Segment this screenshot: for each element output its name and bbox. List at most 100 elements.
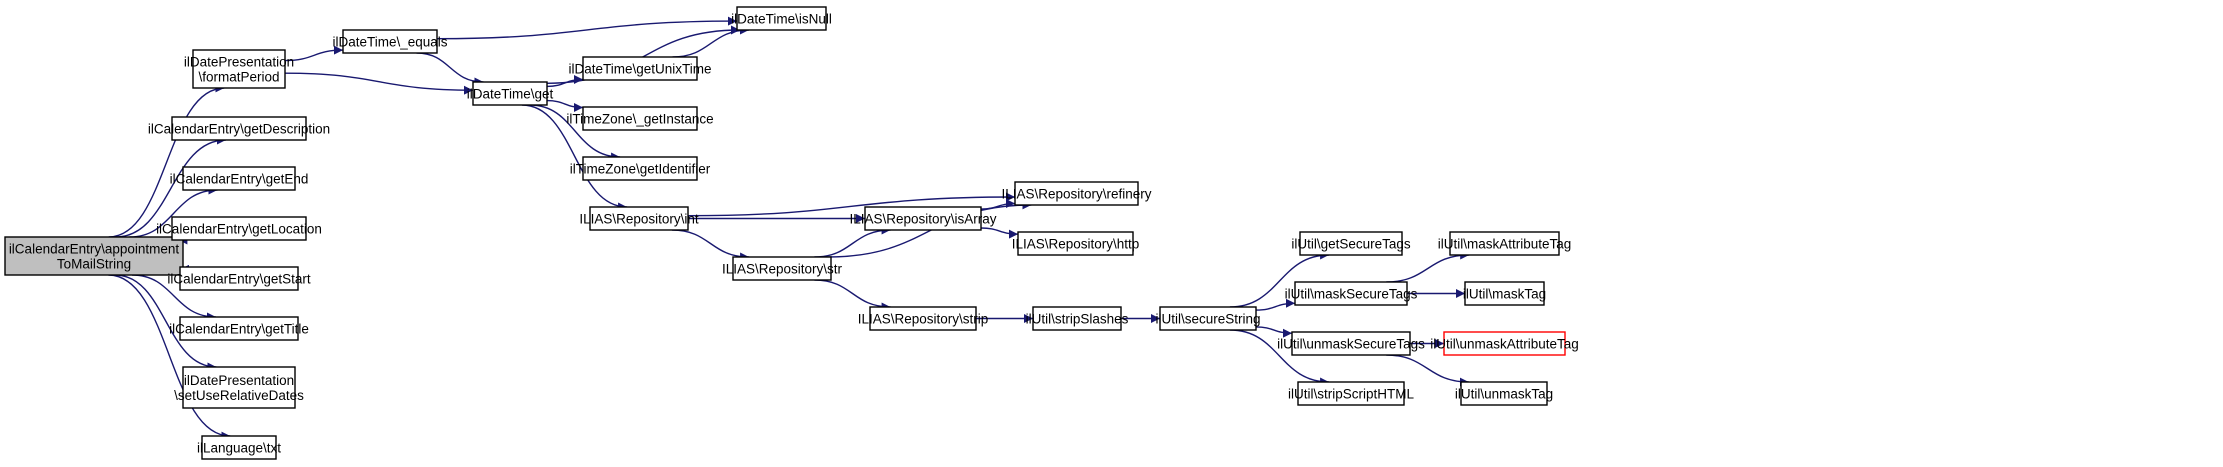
edge-root-to-end bbox=[129, 185, 218, 238]
edge-root-to-fmt bbox=[108, 83, 225, 238]
node-unmasksecure[interactable]: ilUtil\unmaskSecureTags bbox=[1277, 331, 1425, 356]
edge-fmt-to-equals bbox=[284, 45, 344, 62]
node-tzinst[interactable]: ilTimeZone\_getInstance bbox=[566, 106, 714, 131]
edge-equals-to-get bbox=[416, 52, 484, 87]
node-label-unix-line-0: ilDateTime\getUnixTime bbox=[568, 62, 711, 77]
node-int[interactable]: ILIAS\Repository\int bbox=[579, 206, 699, 231]
node-desc[interactable]: ilCalendarEntry\getDescription bbox=[148, 116, 330, 141]
node-unix[interactable]: ilDateTime\getUnixTime bbox=[568, 56, 712, 81]
node-start[interactable]: ilCalendarEntry\getStart bbox=[167, 266, 311, 291]
node-label-isarray-line-0: ILIAS\Repository\isArray bbox=[849, 212, 996, 227]
node-box-unmasktag[interactable] bbox=[1460, 381, 1548, 406]
node-label-getsecuretags-line-0: ilUtil\getSecureTags bbox=[1291, 237, 1411, 252]
node-box-str[interactable] bbox=[732, 256, 832, 281]
node-label-root-line-0: ilCalendarEntry\appointment bbox=[9, 242, 180, 257]
node-box-txt[interactable] bbox=[201, 435, 277, 460]
node-box-masktag[interactable] bbox=[1464, 281, 1545, 306]
node-box-stripslashes[interactable] bbox=[1032, 306, 1122, 331]
node-label-http-line-0: ILIAS\Repository\http bbox=[1012, 237, 1140, 252]
node-box-stripscript[interactable] bbox=[1297, 381, 1405, 406]
node-label-strip-line-0: ILIAS\Repository\strip bbox=[858, 312, 989, 327]
node-box-int[interactable] bbox=[589, 206, 689, 231]
node-box-get[interactable] bbox=[472, 81, 548, 106]
node-box-equals[interactable] bbox=[342, 29, 438, 54]
edge-equals-to-isnull bbox=[436, 16, 738, 40]
edge-get-to-int bbox=[521, 104, 628, 212]
node-box-unix[interactable] bbox=[582, 56, 698, 81]
node-box-getsecuretags[interactable] bbox=[1299, 231, 1403, 256]
edge-int-to-refinery bbox=[687, 192, 1016, 217]
edge-secure-to-masksecure bbox=[1255, 298, 1296, 311]
node-box-maskattr[interactable] bbox=[1449, 231, 1560, 256]
node-label-fmt-line-1: \formatPeriod bbox=[198, 70, 279, 85]
node-box-end[interactable] bbox=[182, 166, 296, 191]
node-label-unmasktag-line-0: ilUtil\unmaskTag bbox=[1455, 387, 1553, 402]
node-stripslashes[interactable]: ilUtil\stripSlashes bbox=[1026, 306, 1129, 331]
node-label-desc-line-0: ilCalendarEntry\getDescription bbox=[148, 122, 330, 137]
edge-str-to-isarray bbox=[814, 225, 891, 258]
node-box-strip[interactable] bbox=[869, 306, 977, 331]
node-box-title[interactable] bbox=[179, 316, 299, 341]
edge-root-to-txt bbox=[108, 274, 231, 441]
edge-secure-to-getsecuretags bbox=[1229, 250, 1330, 308]
node-loc[interactable]: ilCalendarEntry\getLocation bbox=[156, 216, 322, 241]
node-label-rel-line-0: ilDatePresentation bbox=[184, 373, 294, 388]
node-box-root[interactable] bbox=[4, 236, 184, 276]
node-strip[interactable]: ILIAS\Repository\strip bbox=[858, 306, 989, 331]
node-label-fmt-line-0: ilDatePresentation bbox=[184, 55, 294, 70]
node-unmaskattr[interactable]: ilUtil\unmaskAttributeTag bbox=[1430, 331, 1579, 356]
node-equals[interactable]: ilDateTime\_equals bbox=[332, 29, 448, 54]
node-http[interactable]: ILIAS\Repository\http bbox=[1012, 231, 1140, 256]
node-masksecure[interactable]: ilUtil\maskSecureTags bbox=[1285, 281, 1418, 306]
node-isarray[interactable]: ILIAS\Repository\isArray bbox=[849, 206, 997, 231]
node-box-unmaskattr[interactable] bbox=[1443, 331, 1566, 356]
node-box-tzinst[interactable] bbox=[582, 106, 698, 131]
edge-get-to-tzinst bbox=[546, 99, 584, 112]
node-box-start[interactable] bbox=[179, 266, 299, 291]
node-box-rel[interactable] bbox=[182, 366, 296, 409]
node-box-secure[interactable] bbox=[1159, 306, 1257, 331]
node-label-root-line-1: ToMailString bbox=[57, 257, 131, 272]
edge-unmasksecure-to-unmasktag bbox=[1386, 354, 1469, 387]
node-box-isnull[interactable] bbox=[736, 6, 827, 31]
node-unmasktag[interactable]: ilUtil\unmaskTag bbox=[1455, 381, 1553, 406]
edge-int-to-str bbox=[671, 229, 750, 262]
node-box-fmt[interactable] bbox=[192, 49, 286, 89]
node-label-get-line-0: ilDateTime\get bbox=[467, 87, 554, 102]
node-refinery[interactable]: ILIAS\Repository\refinery bbox=[1001, 181, 1152, 206]
node-secure[interactable]: ilUtil\secureString bbox=[1155, 306, 1261, 331]
node-getsecuretags[interactable]: ilUtil\getSecureTags bbox=[1291, 231, 1411, 256]
node-end[interactable]: ilCalendarEntry\getEnd bbox=[170, 166, 309, 191]
node-stripscript[interactable]: ilUtil\stripScriptHTML bbox=[1288, 381, 1415, 406]
node-isnull[interactable]: ilDateTime\isNull bbox=[731, 6, 832, 31]
node-str[interactable]: ILIAS\Repository\str bbox=[722, 256, 843, 281]
node-box-refinery[interactable] bbox=[1014, 181, 1139, 206]
node-title[interactable]: ilCalendarEntry\getTitle bbox=[169, 316, 309, 341]
node-rel[interactable]: ilDatePresentation\setUseRelativeDates bbox=[174, 366, 304, 409]
node-label-txt-line-0: ilLanguage\txt bbox=[197, 441, 281, 456]
node-masktag[interactable]: ilUtil\maskTag bbox=[1463, 281, 1546, 306]
node-label-tzinst-line-0: ilTimeZone\_getInstance bbox=[566, 112, 713, 127]
node-maskattr[interactable]: ilUtil\maskAttributeTag bbox=[1438, 231, 1572, 256]
edge-root-to-rel bbox=[114, 274, 217, 372]
node-label-isnull-line-0: ilDateTime\isNull bbox=[731, 12, 832, 27]
node-get[interactable]: ilDateTime\get bbox=[467, 81, 554, 106]
edge-get-to-unix bbox=[546, 75, 584, 88]
node-box-desc[interactable] bbox=[171, 116, 307, 141]
node-box-masksecure[interactable] bbox=[1294, 281, 1408, 306]
edge-get-to-tzid bbox=[529, 104, 621, 162]
node-box-tzid[interactable] bbox=[582, 156, 698, 181]
node-fmt[interactable]: ilDatePresentation\formatPeriod bbox=[184, 49, 294, 89]
node-box-isarray[interactable] bbox=[864, 206, 982, 231]
node-box-http[interactable] bbox=[1017, 231, 1134, 256]
node-box-unmasksecure[interactable] bbox=[1291, 331, 1411, 356]
node-label-unmaskattr-line-0: ilUtil\unmaskAttributeTag bbox=[1430, 337, 1579, 352]
node-tzid[interactable]: ilTimeZone\getIdentifier bbox=[570, 156, 711, 181]
node-box-loc[interactable] bbox=[171, 216, 307, 241]
node-label-title-line-0: ilCalendarEntry\getTitle bbox=[169, 322, 309, 337]
edge-unix-to-isnull bbox=[672, 25, 750, 58]
node-label-str-line-0: ILIAS\Repository\str bbox=[722, 262, 843, 277]
node-txt[interactable]: ilLanguage\txt bbox=[197, 435, 281, 460]
edge-root-to-title bbox=[131, 274, 217, 322]
